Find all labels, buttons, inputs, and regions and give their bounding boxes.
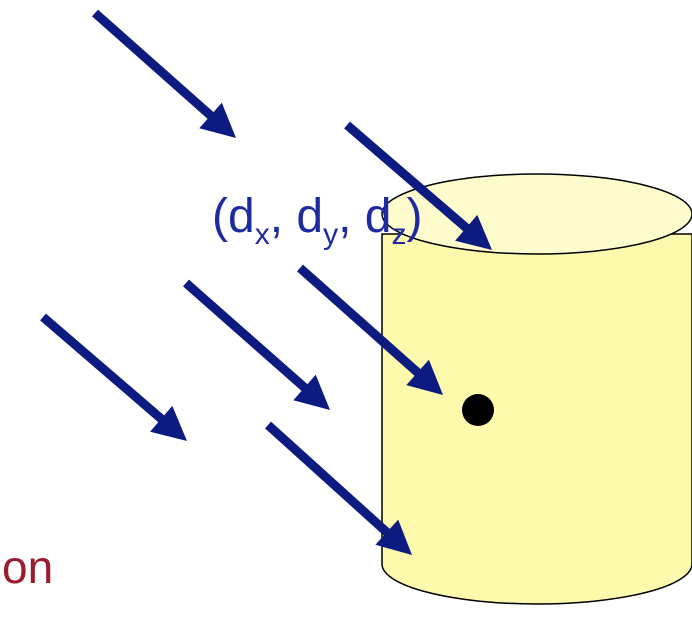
arrow-head (375, 519, 412, 555)
cylinder-body (381, 233, 692, 605)
label-dx-base: d (228, 190, 255, 243)
label-dx-subscript: x (255, 218, 270, 251)
arrow-head (293, 374, 330, 410)
arrow-shaft (40, 313, 168, 425)
label-dz-subscript: z (391, 218, 406, 251)
arrow-icon (264, 421, 412, 555)
arrow-shaft (183, 279, 311, 394)
arrow-head (406, 359, 443, 395)
arrow-icon (40, 313, 187, 441)
label-close-paren: ) (406, 190, 422, 243)
label-dy-base: d (296, 190, 323, 243)
arrow-head (199, 102, 236, 138)
label-dz-base: d (365, 190, 392, 243)
arrow-icon (92, 9, 236, 138)
label-dy-subscript: y (323, 218, 338, 251)
cylinder (381, 173, 692, 605)
label-separator-1: , (270, 190, 297, 243)
ray-arrows (40, 9, 492, 555)
cylinder-top (381, 173, 692, 255)
caption-text: on (2, 541, 53, 593)
arrow-head (455, 214, 492, 250)
arrow-icon (297, 264, 443, 395)
arrow-shaft (344, 121, 473, 234)
arrow-icon (344, 121, 492, 250)
label-open-paren: ( (212, 190, 228, 243)
arrow-shaft (297, 264, 424, 379)
direction-label: (dx, dy, dz) (212, 190, 422, 251)
arrow-shaft (92, 9, 217, 122)
arrow-head (150, 405, 187, 441)
label-separator-2: , (338, 190, 365, 243)
arrow-shaft (264, 421, 393, 539)
arrow-icon (183, 279, 330, 410)
surface-point (462, 394, 494, 426)
